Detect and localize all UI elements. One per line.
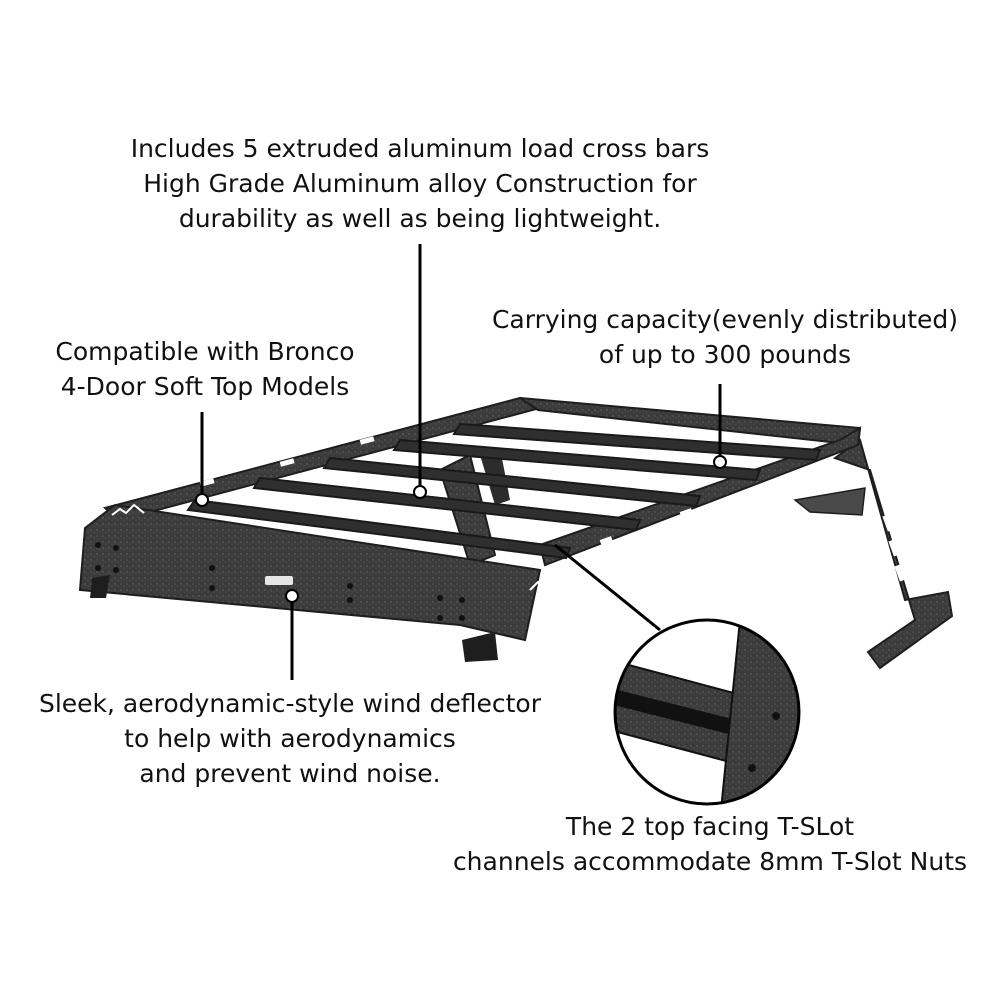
callout-crossbars: Includes 5 extruded aluminum load cross … (100, 131, 740, 236)
deflector-line-2: to help with aerodynamics (124, 724, 456, 753)
callout-deflector: Sleek, aerodynamic-style wind deflector … (30, 686, 550, 791)
capacity-line-1: Carrying capacity(evenly distributed) (491, 305, 959, 334)
crossbars-line-3: durability as well as being lightweight. (178, 204, 662, 233)
callout-compatibility: Compatible with Bronco 4-Door Soft Top M… (40, 334, 370, 404)
crossbars-line-1: Includes 5 extruded aluminum load cross … (130, 134, 710, 163)
deflector-line-1: Sleek, aerodynamic-style wind deflector (38, 689, 541, 718)
brand-plate (265, 576, 293, 585)
rear-support-bracket (793, 438, 954, 670)
callout-capacity: Carrying capacity(evenly distributed) of… (490, 302, 960, 372)
rack-frame (78, 396, 862, 662)
compatibility-line-1: Compatible with Bronco (55, 337, 355, 366)
tslot-line-1: The 2 top facing T-SLot (565, 812, 855, 841)
t-slot-detail-zoom (613, 618, 801, 806)
tslot-line-2: channels accommodate 8mm T-Slot Nuts (452, 847, 968, 876)
deflector-line-3: and prevent wind noise. (139, 759, 441, 788)
crossbars-line-2: High Grade Aluminum alloy Construction f… (143, 169, 697, 198)
leader-lines (200, 244, 722, 680)
capacity-line-2: of up to 300 pounds (598, 340, 852, 369)
callout-dots (195, 455, 727, 603)
callout-tslot: The 2 top facing T-SLot channels accommo… (440, 809, 980, 879)
compatibility-line-2: 4-Door Soft Top Models (60, 372, 350, 401)
